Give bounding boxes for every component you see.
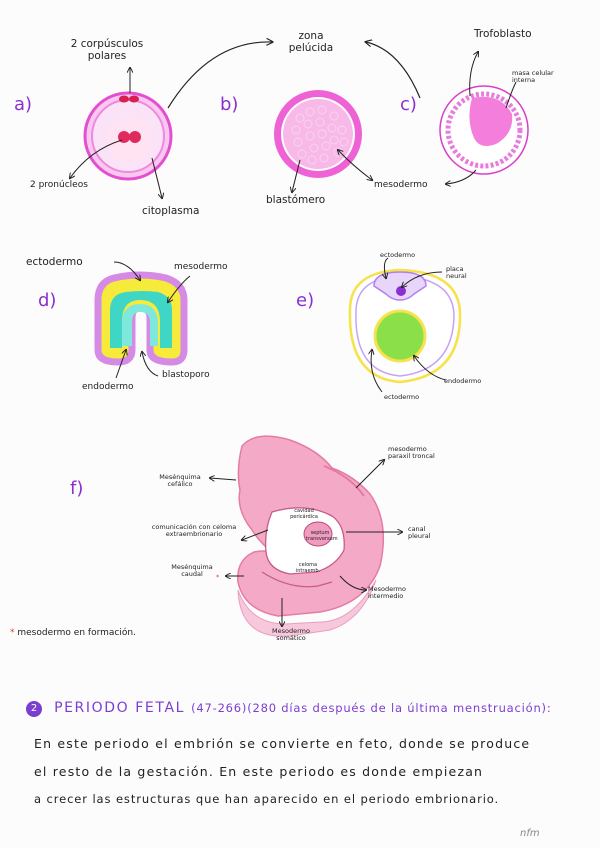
label-mesodermo-somatico: Mesodermo somático xyxy=(262,628,320,642)
label-trofoblasto: Trofoblasto xyxy=(474,28,532,40)
paragraph-line-1: En este periodo el embrión se convierte … xyxy=(34,736,530,751)
label-mesodermo-c: mesodermo xyxy=(374,180,428,190)
label-endodermo-d: endodermo xyxy=(82,382,134,392)
label-pronucleos: 2 pronúcleos xyxy=(30,180,88,190)
label-blastoporo: blastoporo xyxy=(162,370,210,380)
label-ectodermo-d: ectodermo xyxy=(26,256,83,268)
label-mesodermo-paraxil: mesodermo paraxil troncal xyxy=(388,446,444,460)
paragraph-line-2: el resto de la gestación. En este period… xyxy=(34,764,483,779)
label-citoplasma: citoplasma xyxy=(142,205,199,217)
stage-b-label: b) xyxy=(220,94,238,115)
label-zona-pelucida: zona pelúcida xyxy=(278,30,344,54)
label-canal-pleural: canal pleural xyxy=(408,526,444,540)
label-celoma: celoma intraemb. xyxy=(290,562,326,574)
signature: nfm xyxy=(520,828,540,839)
stage-d-label: d) xyxy=(38,290,56,311)
label-comunicacion-celoma: comunicación con celoma extraembrionario xyxy=(148,524,240,538)
blastocyst-figure xyxy=(440,86,528,174)
label-corpusculos-polares: 2 corpúsculos polares xyxy=(52,38,162,62)
morula-figure xyxy=(274,90,362,178)
zygote-figure xyxy=(85,93,171,179)
section-heading: 2 PERIODO FETAL (47-266)(280 días despué… xyxy=(26,700,552,717)
gastrula-figure xyxy=(98,275,184,362)
stage-c-label: c) xyxy=(400,94,417,115)
label-cavidad-pericardica: cavidad pericárdica xyxy=(284,508,324,520)
stage-f-label: f) xyxy=(70,478,83,499)
mesodermo-formacion-marker-f: * xyxy=(216,574,219,581)
stage-e-label: e) xyxy=(296,290,314,311)
label-ectodermo-e-top: ectodermo xyxy=(380,252,415,259)
paragraph-line-3: a crecer las estructuras que han apareci… xyxy=(34,792,499,806)
section-title: PERIODO FETAL xyxy=(54,700,185,716)
section-number: 2 xyxy=(26,701,42,717)
label-mesodermo-d: mesodermo xyxy=(174,262,228,272)
section-subtitle: (47-266)(280 días después de la última m… xyxy=(191,701,551,715)
label-endodermo-e: endodermo xyxy=(444,378,481,385)
label-blastomero: blastómero xyxy=(266,194,325,206)
label-placa-neural: placa neural xyxy=(446,266,486,280)
label-mesodermo-intermedio: Mesodermo intermedio xyxy=(368,586,432,600)
legend-note-text: mesodermo en formación. xyxy=(17,628,136,638)
label-masa-celular-interna: masa celular interna xyxy=(512,70,568,84)
legend-note: * mesodermo en formación. xyxy=(10,628,136,638)
legend-marker: * xyxy=(10,628,15,638)
neurula-figure xyxy=(350,270,460,382)
label-mesenquima-caudal: Mesénquima caudal xyxy=(162,564,222,578)
stage-a-label: a) xyxy=(14,94,32,115)
label-septum: septum transversum xyxy=(306,530,334,542)
label-ectodermo-e-bottom: ectodermo xyxy=(384,394,419,401)
label-mesenquima-cefalico: Mesénquima cefálico xyxy=(150,474,210,488)
